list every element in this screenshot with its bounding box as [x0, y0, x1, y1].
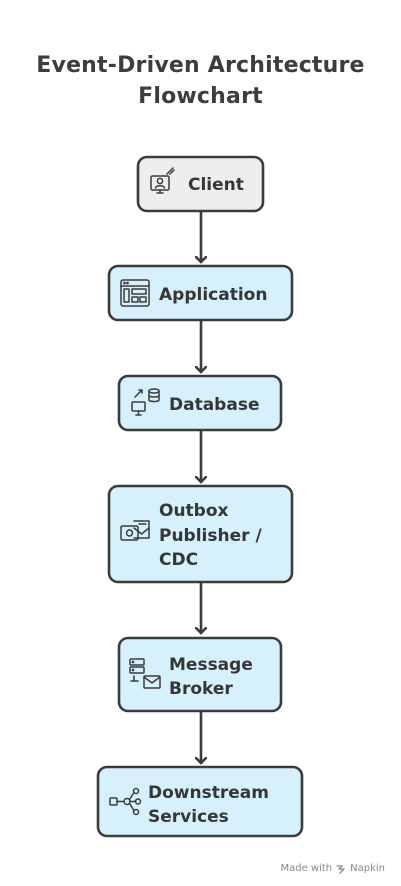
node-database-label: Database [169, 395, 259, 415]
node-message-broker-label-1: Message [169, 655, 253, 675]
node-downstream-services-box [96, 765, 304, 838]
diagram-title: Event-Driven Architecture Flowchart [0, 50, 401, 112]
node-outbox-publisher-label-1: Outbox [159, 501, 229, 521]
node-downstream-services[interactable]: Downstream Services [96, 765, 304, 838]
footer-brand: Napkin [350, 863, 385, 874]
node-client-box [136, 155, 265, 213]
node-database-box [117, 374, 283, 432]
node-outbox-publisher-box [107, 484, 294, 584]
node-message-broker-label-2: Broker [169, 679, 233, 699]
napkin-logo-icon [336, 864, 345, 874]
node-outbox-publisher-label-3: CDC [159, 550, 198, 570]
node-database[interactable]: Database [117, 374, 283, 432]
node-application-label: Application [159, 285, 267, 305]
footer-prefix: Made with [280, 863, 333, 874]
outbox-mail-icon [120, 520, 150, 541]
title-line-2: Flowchart [138, 84, 263, 109]
node-downstream-services-label-2: Services [148, 807, 229, 827]
database-sync-icon [131, 388, 160, 416]
node-outbox-publisher-label-2: Publisher / [159, 526, 262, 546]
node-application-box [107, 264, 294, 322]
node-client[interactable]: Client [136, 155, 265, 213]
app-window-icon [120, 279, 150, 307]
title-line-1: Event-Driven Architecture [36, 53, 365, 78]
node-outbox-publisher[interactable]: Outbox Publisher / CDC [107, 484, 294, 584]
node-message-broker-box [117, 636, 283, 713]
footer-credit: Made with Napkin [280, 863, 385, 874]
node-downstream-services-label-1: Downstream [148, 783, 269, 803]
node-application[interactable]: Application [107, 264, 294, 322]
node-message-broker[interactable]: Message Broker [117, 636, 283, 713]
user-monitor-icon [150, 167, 175, 194]
server-mail-icon [129, 658, 161, 689]
node-client-label: Client [188, 175, 244, 195]
network-hub-icon [109, 787, 142, 816]
